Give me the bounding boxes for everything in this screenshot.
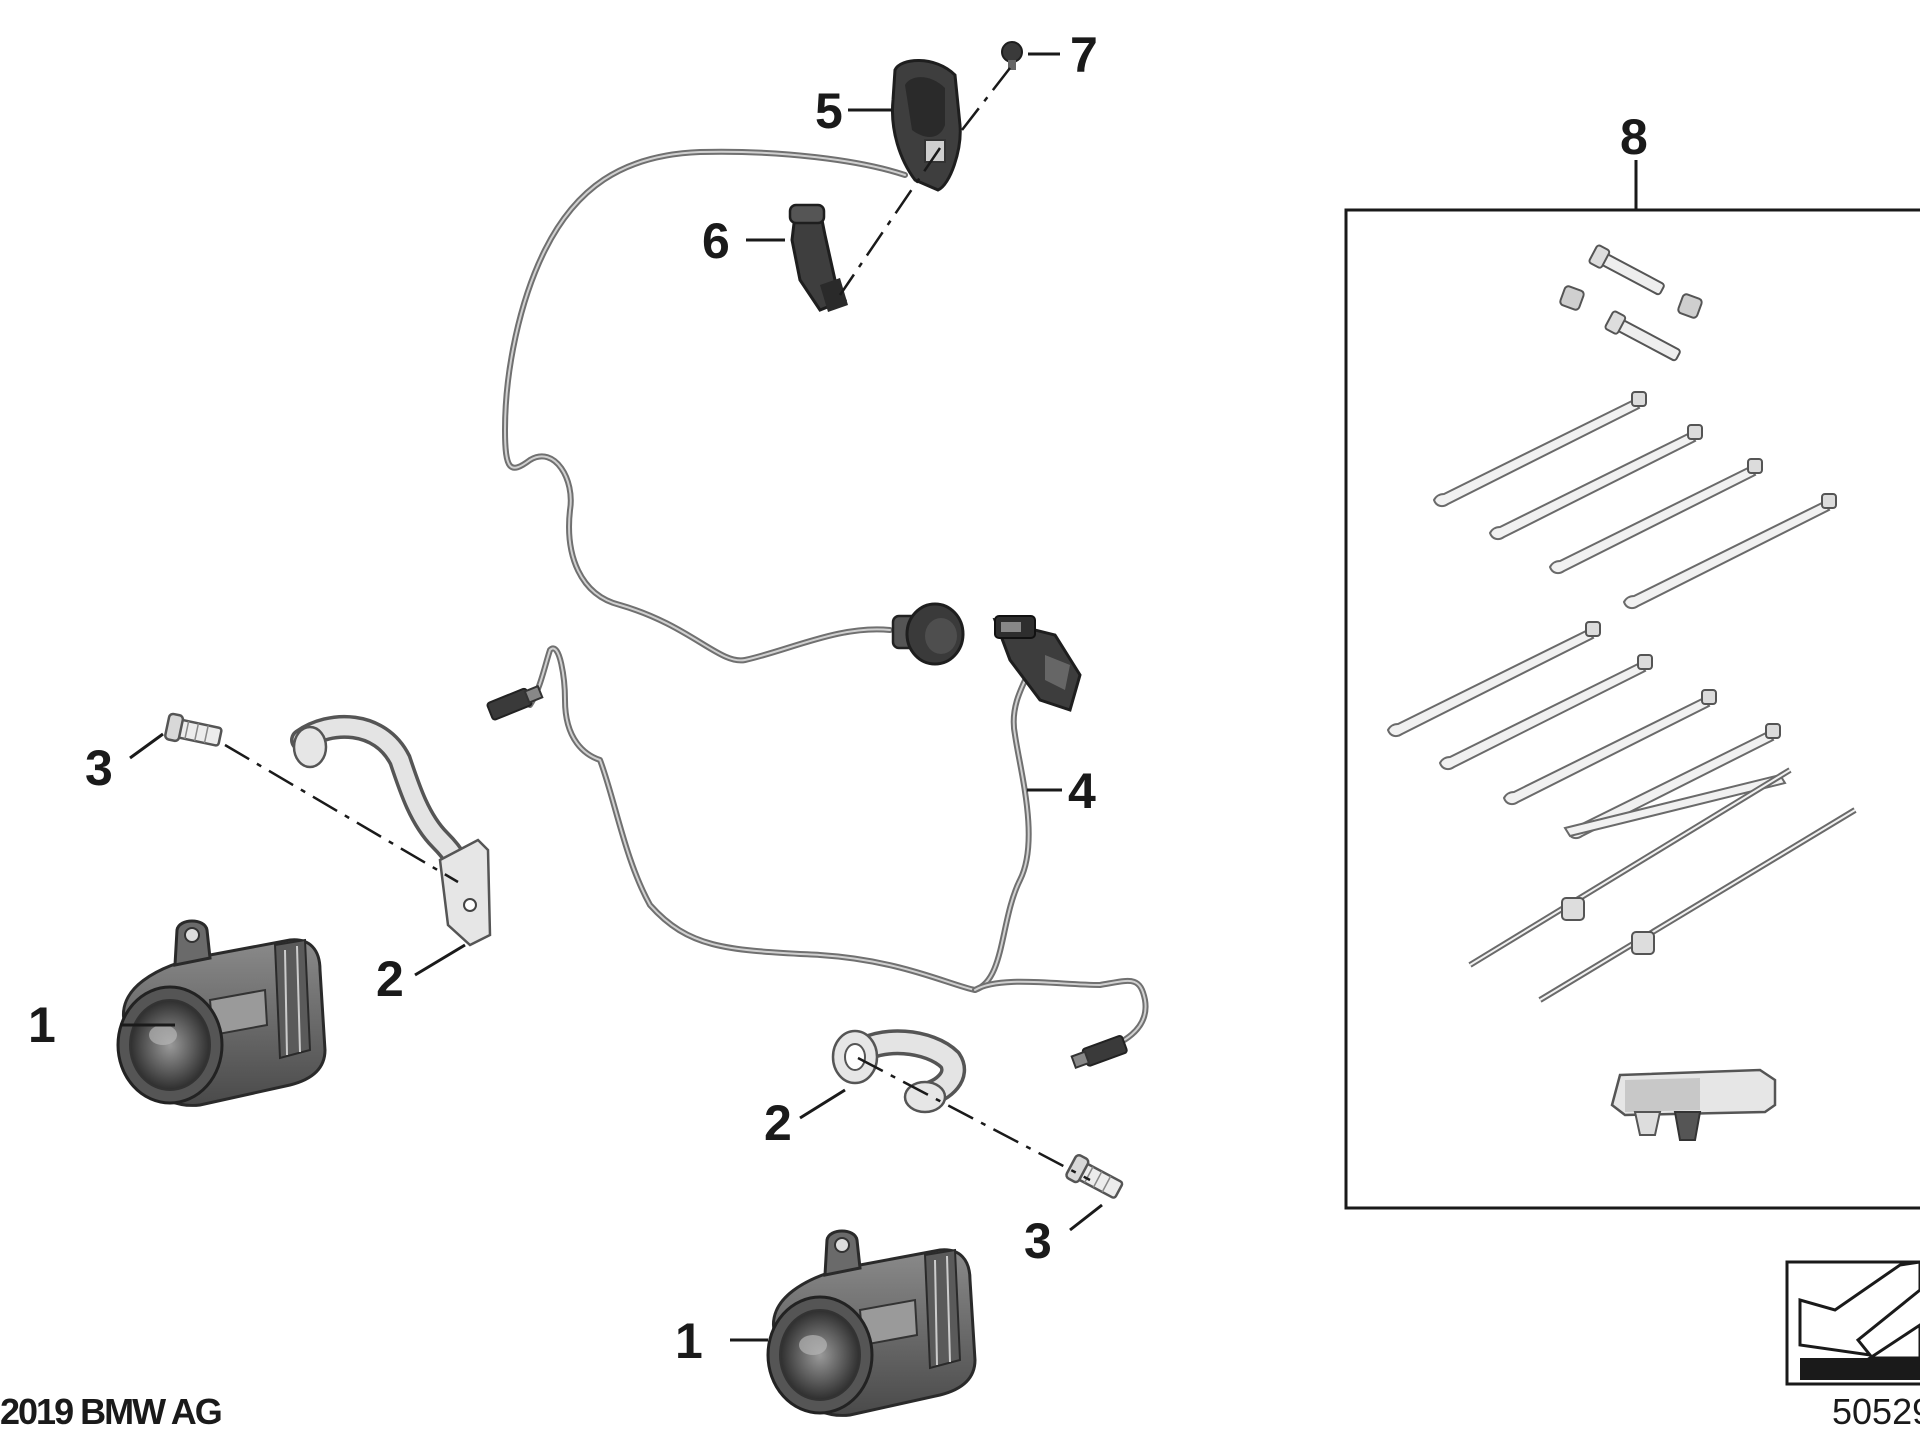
view-direction-arrow-icon	[1785, 1260, 1920, 1386]
screw-icon	[163, 711, 224, 752]
callout-5: 5	[815, 83, 843, 139]
switch-icon	[890, 59, 962, 192]
copyright-text: 2019 BMW AG	[0, 1391, 221, 1432]
screw-icon	[1063, 1152, 1127, 1204]
callout-2-right: 2	[764, 1095, 792, 1151]
callout-1-bottom: 1	[675, 1313, 703, 1369]
holder-bracket-icon	[290, 714, 492, 947]
mounting-clip	[1610, 1068, 1777, 1141]
connector-icon	[788, 203, 848, 312]
mounting-kit-icon	[1344, 160, 1920, 1210]
callout-1-left: 1	[28, 997, 56, 1053]
screw-icon	[1001, 41, 1023, 70]
callout-4: 4	[1068, 763, 1096, 819]
callout-3-left: 3	[85, 740, 113, 796]
wiring-harness-icon	[486, 148, 1149, 1070]
callout-2-left: 2	[376, 951, 404, 1007]
callout-6: 6	[702, 213, 730, 269]
auxiliary-light-icon	[766, 1229, 977, 1417]
holder-bracket-icon	[831, 1029, 967, 1114]
callout-7: 7	[1070, 27, 1098, 83]
callout-3-right: 3	[1024, 1213, 1052, 1269]
diagram-number: 50529	[1832, 1391, 1920, 1432]
callout-8: 8	[1620, 109, 1648, 165]
cable-tie-with-clip	[1468, 767, 1857, 1003]
auxiliary-light-icon	[116, 919, 327, 1107]
